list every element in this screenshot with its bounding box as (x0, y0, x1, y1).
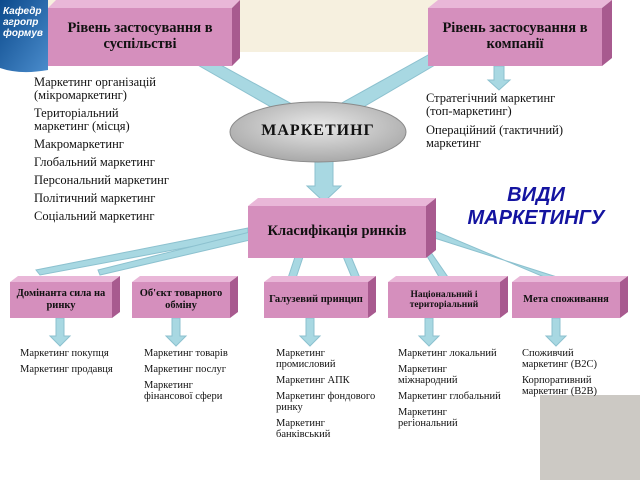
box-company (428, 0, 612, 66)
category-item: Споживчий маркетинг (B2C) (522, 348, 597, 370)
left-list-item: Глобальний маркетинг (34, 155, 155, 169)
category-item: Маркетинг локальний (398, 348, 497, 359)
category-item: Маркетинг промисловий (276, 348, 336, 370)
left-list-item: Територіальний маркетинг (місця) (34, 106, 130, 133)
corner-banner (0, 0, 48, 73)
level-company-label: Рівень застосування в компанії (442, 20, 588, 52)
category-item: Маркетинг міжнародний (398, 364, 458, 386)
level-society-label: Рівень застосування в суспільстві (67, 20, 213, 52)
category-item: Корпоративний маркетинг (B2B) (522, 375, 597, 397)
category-items-2: Маркетинг промисловий Маркетинг АПК Марк… (276, 348, 376, 445)
category-label: Національний і територіальний (409, 289, 479, 310)
center-oval (229, 101, 407, 163)
corner-banner-text: Кафедр агропр формув (3, 6, 43, 39)
category-item: Маркетинг фондового ринку (276, 391, 376, 413)
left-list: Маркетинг організацій (мікромаркетинг) Т… (34, 76, 234, 228)
center-label: МАРКЕТИНГ (261, 122, 375, 140)
right-list: Стратегічний маркетинг (топ-маркетинг) О… (426, 92, 626, 156)
category-label: Домінанта сила на ринку (16, 288, 106, 311)
category-item: Маркетинг глобальний (398, 391, 501, 402)
types-title: ВИДИ МАРКЕТИНГУ (467, 184, 605, 229)
category-item: Маркетинг послуг (144, 364, 227, 375)
left-list-item: Соціальний маркетинг (34, 209, 155, 223)
right-list-item: Стратегічний маркетинг (топ-маркетинг) (426, 91, 556, 118)
category-item: Маркетинг фінансової сфери (144, 380, 223, 402)
category-items-4: Споживчий маркетинг (B2C) Корпоративний … (522, 348, 622, 402)
category-label: Мета споживання (523, 294, 609, 306)
left-list-item: Персональний маркетинг (34, 173, 170, 187)
left-list-item: Макромаркетинг (34, 137, 124, 151)
category-item: Маркетинг банківський (276, 418, 331, 440)
category-label: Галузевий принцип (269, 294, 363, 306)
left-list-item: Політичний маркетинг (34, 191, 156, 205)
box-classification (248, 198, 436, 258)
category-items-1: Маркетинг товарів Маркетинг послуг Марке… (144, 348, 244, 407)
farm-image (540, 395, 640, 480)
category-item: Маркетинг покупця (20, 348, 109, 359)
category-label: Об'єкт товарного обміну (139, 288, 223, 311)
category-items-3: Маркетинг локальний Маркетинг міжнародни… (398, 348, 508, 434)
left-list-item: Маркетинг організацій (мікромаркетинг) (34, 75, 156, 102)
category-items-0: Маркетинг покупця Маркетинг продавця (20, 348, 120, 380)
box-society (48, 0, 240, 66)
category-item: Маркетинг товарів (144, 348, 228, 359)
classification-label: Класифікація ринків (267, 223, 407, 240)
right-list-item: Операційний (тактичний) маркетинг (426, 123, 564, 150)
category-boxes (10, 276, 628, 318)
category-item: Маркетинг продавця (20, 364, 113, 375)
category-item: Маркетинг АПК (276, 375, 350, 386)
category-item: Маркетинг регіональний (398, 407, 458, 429)
